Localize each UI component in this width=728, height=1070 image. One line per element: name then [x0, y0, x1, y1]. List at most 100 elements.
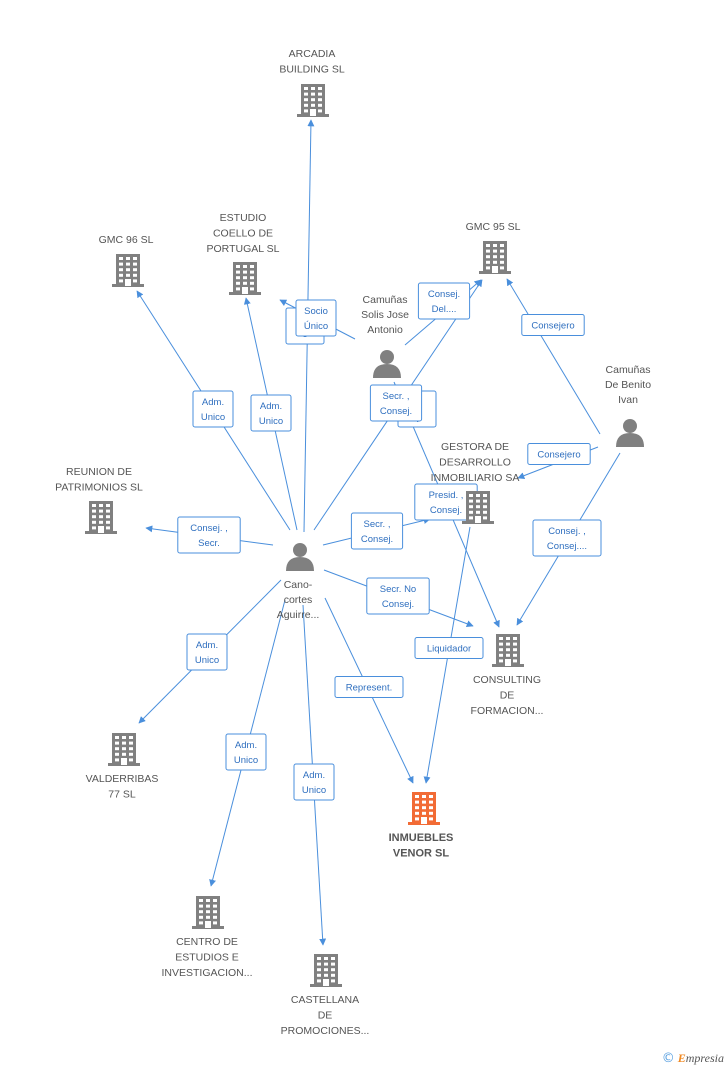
brand-logo-initial: E — [677, 1051, 686, 1065]
edge-label-canocortes-to-gmc96-box — [192, 390, 234, 428]
edge-label-canocortes-to-centro[interactable]: Adm.Unico — [225, 733, 267, 771]
brand-logo-text: mpresia — [685, 1051, 724, 1065]
edge-label-canocortes-to-reunion-text: Secr. — [198, 538, 220, 549]
person-icon[interactable] — [286, 543, 314, 571]
node-label: CASTELLANA — [291, 994, 359, 1006]
edge-label-gestora-to-inmuebles[interactable]: Liquidador — [414, 637, 484, 659]
node-gmc96[interactable]: GMC 96 SL — [99, 234, 154, 287]
edge-label-canocortes-to-estudio_coello-box — [250, 394, 292, 432]
edge-label-canocortes-to-gestora-box — [350, 512, 404, 550]
edge-label-camunas_solis-to-gmc95-text: Del.... — [432, 304, 457, 315]
edge-label-camunas_benito-to-consulting-text: Consej. , — [548, 526, 586, 537]
node-canocortes[interactable]: Cano-cortesAguirre... — [277, 543, 320, 621]
node-label: GMC 95 SL — [466, 221, 521, 233]
node-label: Camuñas — [363, 294, 408, 306]
edge-label-camunas_solis-to-gmc95[interactable]: Consej.Del.... — [417, 282, 471, 320]
edge-label-canocortes-to-gmc96-text: Unico — [201, 412, 225, 423]
node-label: ARCADIA — [289, 48, 336, 60]
person-icon[interactable] — [373, 350, 401, 378]
node-label: PORTUGAL SL — [207, 243, 280, 255]
company-building-icon[interactable] — [462, 491, 494, 524]
edge-label-canocortes-to-gestora-text: Secr. , — [364, 519, 391, 530]
edge-label-camunas_benito-to-gestora[interactable]: Consejero — [527, 443, 591, 465]
edge-label-canocortes-to-consulting-text: Secr. No — [380, 584, 416, 595]
edge-label-camunas_solis-to-estudio_coello-box — [295, 299, 337, 337]
edge-label-canocortes-to-centro-box — [225, 733, 267, 771]
edge-label-canocortes-to-valderribas-text: Unico — [195, 655, 219, 666]
edge-label-gestora-to-inmuebles-box — [414, 637, 484, 659]
company-building-icon[interactable] — [492, 634, 524, 667]
node-label: ESTUDIOS E — [175, 952, 239, 964]
focus-company-building-icon[interactable] — [408, 792, 440, 825]
edge-label-camunas_benito-to-gmc95[interactable]: Consejero — [521, 314, 585, 336]
edge-label-canocortes-to-castellana-text: Adm. — [303, 770, 325, 781]
node-label: VALDERRIBAS — [86, 773, 159, 785]
edge-label-camunas_solis-to-consulting-text: Consej. — [430, 505, 462, 516]
node-consulting[interactable]: CONSULTINGDEFORMACION... — [471, 634, 544, 717]
edge-label-canocortes-to-gmc96[interactable]: Adm.Unico — [192, 390, 234, 428]
node-label: FORMACION... — [471, 705, 544, 717]
company-building-icon[interactable] — [112, 254, 144, 287]
node-centro[interactable]: CENTRO DE ESTUDIOS E INVESTIGACION... — [161, 896, 253, 979]
node-label: Solis Jose — [361, 309, 409, 321]
node-label: DE — [318, 1010, 333, 1022]
node-castellana[interactable]: CASTELLANA DE PROMOCIONES... — [281, 954, 370, 1037]
node-label: cortes — [284, 594, 313, 606]
edge-label-camunas_benito-to-consulting-text: Consej.... — [547, 541, 587, 552]
edge-label-canocortes-to-valderribas-box — [186, 633, 228, 671]
edge-label-canocortes-to-gestora-text: Consej. — [361, 534, 393, 545]
company-building-icon[interactable] — [108, 733, 140, 766]
node-label: INMOBILIARIO SA — [431, 472, 520, 484]
edge-label-camunas_benito-to-gestora-text: Consejero — [537, 449, 580, 460]
edge-label-canocortes-to-reunion-box — [177, 516, 241, 554]
edge-label-canocortes-to-valderribas[interactable]: Adm. Unico — [186, 633, 228, 671]
node-label: GESTORA DE — [441, 441, 509, 453]
node-label: De Benito — [605, 379, 651, 391]
node-label: PROMOCIONES... — [281, 1025, 370, 1037]
edge-label-canocortes-to-reunion[interactable]: Consej. ,Secr. — [177, 516, 241, 554]
brand-footer[interactable]: © Empresia — [662, 1051, 724, 1066]
edge-label-canocortes-to-gmc95[interactable]: Secr. ,Consej. — [369, 384, 423, 422]
node-label: VENOR SL — [393, 848, 450, 860]
company-building-icon[interactable] — [310, 954, 342, 987]
node-label: INVESTIGACION... — [161, 967, 252, 979]
edge-label-camunas_solis-to-estudio_coello-text: Único — [304, 321, 328, 332]
company-building-icon[interactable] — [229, 262, 261, 295]
edge-label-canocortes-to-valderribas-text: Adm. — [196, 640, 218, 651]
edge-label-canocortes-to-castellana[interactable]: Adm.Unico — [293, 763, 335, 801]
edge-label-canocortes-to-inmuebles[interactable]: Represent. — [334, 676, 404, 698]
edge-label-camunas_benito-to-gestora-box — [527, 443, 591, 465]
edge-label-canocortes-to-inmuebles-text: Represent. — [346, 682, 392, 693]
edge-label-canocortes-to-gmc95-box — [369, 384, 423, 422]
company-building-icon[interactable] — [192, 896, 224, 929]
edge-label-canocortes-to-estudio_coello-text: Unico — [259, 416, 283, 427]
node-label: CENTRO DE — [176, 936, 238, 948]
edge-label-camunas_benito-to-gmc95-box — [521, 314, 585, 336]
company-building-icon[interactable] — [85, 501, 117, 534]
edge-label-canocortes-to-gestora[interactable]: Secr. , Consej. — [350, 512, 404, 550]
edge-label-canocortes-to-estudio_coello[interactable]: Adm.Unico — [250, 394, 292, 432]
edge-label-camunas_solis-to-gmc95-box — [417, 282, 471, 320]
node-label: GMC 96 SL — [99, 234, 154, 246]
node-gmc95[interactable]: GMC 95 SL — [466, 221, 521, 274]
node-label: Cano- — [284, 579, 313, 591]
company-building-icon[interactable] — [297, 84, 329, 117]
person-icon[interactable] — [616, 419, 644, 447]
node-arcadia[interactable]: ARCADIA BUILDING SL — [279, 48, 345, 117]
edge-label-camunas_benito-to-consulting[interactable]: Consej. , Consej.... — [532, 519, 602, 557]
node-label: BUILDING SL — [279, 64, 345, 76]
edge-camunas_benito-to-gmc95 — [506, 278, 601, 435]
edge-label-canocortes-to-centro-text: Adm. — [235, 740, 257, 751]
company-building-icon[interactable] — [479, 241, 511, 274]
